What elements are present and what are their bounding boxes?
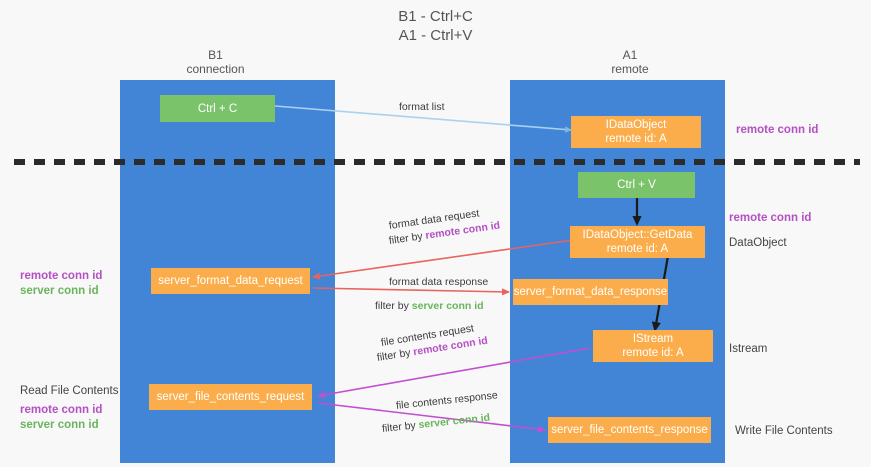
annotation-dataobject: DataObject <box>729 237 787 249</box>
annotation-read-file-contents: Read File Contents <box>20 385 119 397</box>
node-server-file-contents-response[interactable]: server_file_contents_response <box>548 417 711 443</box>
node-server-file-contents-request[interactable]: server_file_contents_request <box>149 384 312 410</box>
node-server-format-data-request[interactable]: server_format_data_request <box>151 268 310 294</box>
filter-prefix: filter by <box>388 229 427 247</box>
column-header-a1: A1 remote <box>611 48 649 76</box>
node-server-format-data-response[interactable]: server_format_data_response <box>513 279 668 305</box>
edge-label-format-data-response-filter: filter by server conn id <box>375 299 484 313</box>
filter-key-server-conn-id: server conn id <box>411 300 484 312</box>
annotation-left-remote-conn-id-2: remote conn id <box>20 404 103 416</box>
filter-prefix: filter by <box>381 419 420 435</box>
filter-prefix: filter by <box>375 300 412 312</box>
annotation-left-remote-conn-id-1: remote conn id <box>20 270 103 282</box>
node-ctrl-v[interactable]: Ctrl + V <box>578 172 695 198</box>
filter-key-server-conn-id: server conn id <box>417 411 491 432</box>
edge-label-format-data-response: format data response <box>389 276 489 288</box>
page-title: B1 - Ctrl+C A1 - Ctrl+V <box>398 8 473 44</box>
column-header-b1: B1 connection <box>186 48 245 76</box>
annotation-write-file-contents: Write File Contents <box>735 425 833 437</box>
annotation-remote-conn-id-top: remote conn id <box>736 124 819 136</box>
node-idataobject[interactable]: IDataObject remote id: A <box>571 116 701 148</box>
edge-label-file-contents-response: file contents response <box>395 389 499 412</box>
annotation-left-server-conn-id-2: server conn id <box>20 419 99 431</box>
annotation-remote-conn-id-mid: remote conn id <box>729 212 812 224</box>
edge-label-format-list: format list <box>399 101 445 113</box>
node-istream[interactable]: IStream remote id: A <box>593 330 713 362</box>
annotation-left-server-conn-id-1: server conn id <box>20 285 99 297</box>
edge-label-file-contents-response-filter: filter by server conn id <box>381 411 490 436</box>
node-idataobject-getdata[interactable]: IDataObject::GetData remote id: A <box>570 226 705 258</box>
annotation-istream: Istream <box>729 343 768 355</box>
node-ctrl-c[interactable]: Ctrl + C <box>160 95 275 122</box>
